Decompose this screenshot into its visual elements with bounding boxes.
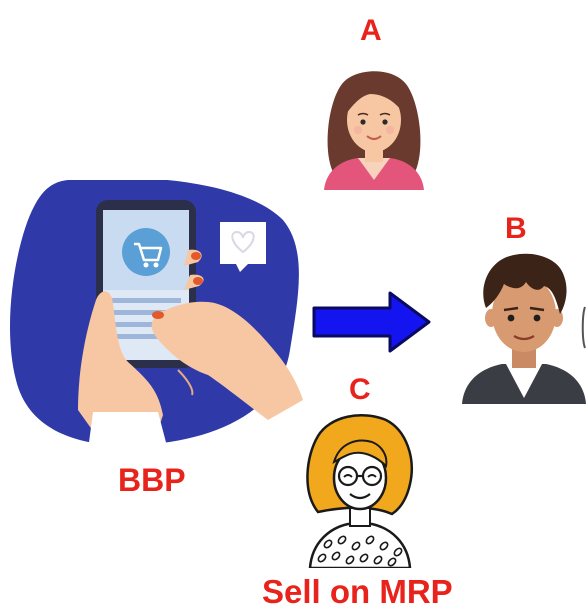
pointing-hand — [151, 301, 303, 420]
shopping-cart-icon — [122, 228, 170, 276]
smartphone — [96, 200, 196, 368]
person-b-label: B — [505, 212, 527, 245]
heart-icon — [231, 230, 255, 254]
holding-hand — [78, 249, 204, 450]
partial-figure-edge — [581, 306, 586, 349]
person-c-label: C — [349, 373, 371, 406]
chat-bubble — [220, 222, 266, 272]
platform-label: BBP — [118, 462, 186, 498]
phone-shopping-illustration — [10, 180, 303, 450]
sell-on-mrp-caption: Sell on MRP — [262, 573, 453, 610]
right-arrow-icon — [312, 291, 431, 353]
person-c-avatar — [306, 414, 413, 568]
person-a-avatar — [324, 71, 424, 190]
person-b-avatar — [462, 253, 586, 404]
person-a-label: A — [360, 14, 382, 47]
